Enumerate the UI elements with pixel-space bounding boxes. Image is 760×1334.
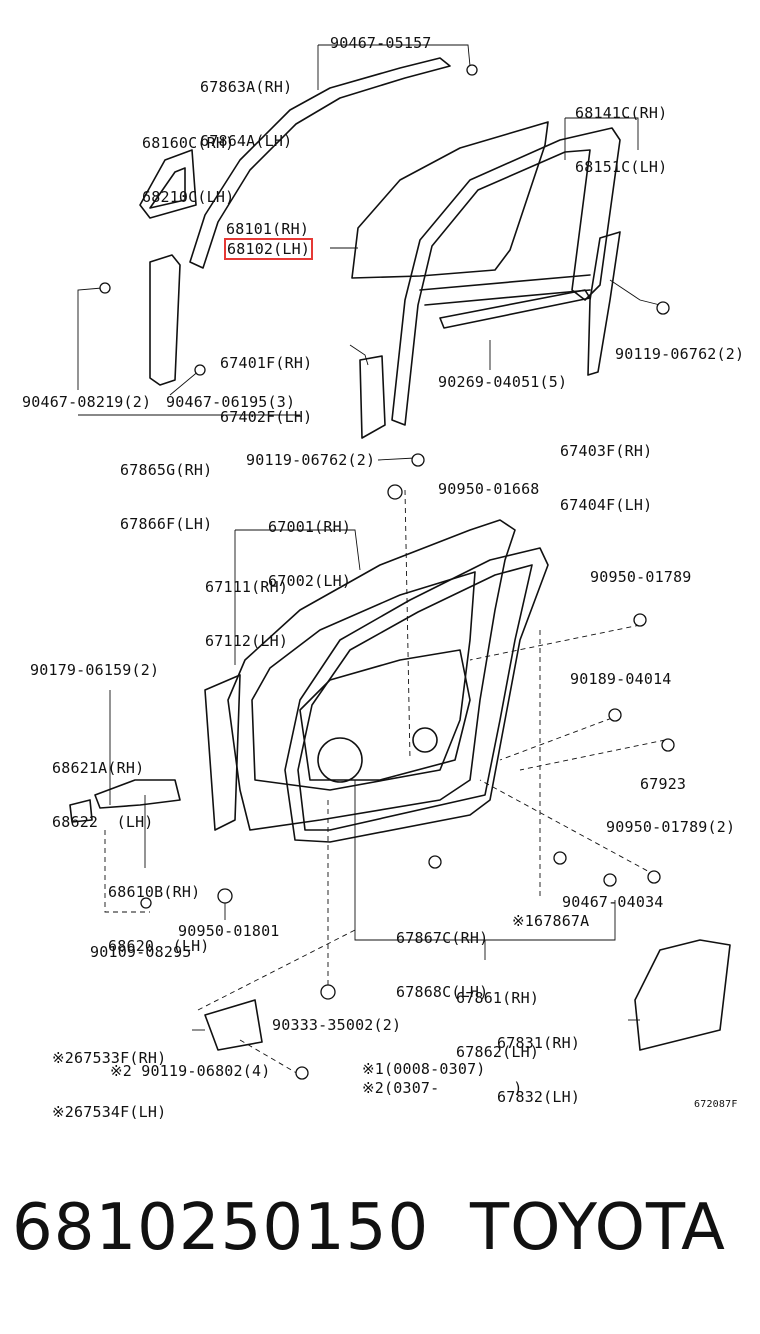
part-68210C: 68210C(LH) — [142, 188, 235, 206]
diagram-code: 672087F — [694, 1099, 738, 1110]
label-90109-08295: 90109-08295 — [90, 943, 192, 961]
part-67534F: ※267534F(LH) — [52, 1103, 167, 1121]
check-bracket — [69, 799, 93, 823]
belt-moulding — [439, 289, 591, 329]
label-68101: 68101(RH) — [226, 220, 310, 238]
part-67002: 67002(LH) — [268, 572, 352, 590]
rear-channel — [149, 254, 181, 386]
label-67861: 67861(RH) 67862(LH) — [456, 953, 539, 1097]
door-check — [94, 779, 181, 809]
label-68160: 68160C(RH) 68210C(LH) — [142, 98, 234, 242]
label-68141: 68141C(RH) 68151C(LH) — [575, 68, 667, 212]
brand-caption: TOYOTA — [470, 1191, 726, 1265]
part-67864A: 67864A(LH) — [200, 132, 293, 150]
part-68621A: 68621A(RH) — [52, 759, 145, 777]
part-68141C: 68141C(RH) — [575, 104, 668, 122]
part-67868C: 67868C(LH) — [396, 983, 489, 1001]
weatherstrip — [284, 547, 549, 843]
label-90333-35002: 90333-35002(2) — [272, 1016, 402, 1034]
label-68102-highlighted: 68102(LH) — [223, 238, 314, 260]
part-67862: 67862(LH) — [456, 1043, 540, 1061]
corner-piece — [139, 149, 197, 219]
label-90119-06762-a: 90119-06762(2) — [615, 345, 745, 363]
label-90467-04034: 90467-04034 — [562, 893, 664, 911]
part-68160C: 68160C(RH) — [142, 134, 235, 152]
label-67403: 67403F(RH) 67404F(LH) — [560, 406, 652, 550]
lower-bracket — [204, 999, 263, 1051]
label-90467-05157: 90467-05157 — [330, 34, 432, 52]
part-67533F: ※267533F(RH) — [52, 1049, 167, 1067]
label-90269-04051: 90269-04051(5) — [438, 373, 568, 391]
part-67861: 67861(RH) — [456, 989, 540, 1007]
part-67402F: 67402F(LH) — [220, 408, 313, 426]
label-90950-01789-a: 90950-01789 — [590, 568, 692, 586]
label-note2: ※2(0307- ) — [362, 1079, 523, 1097]
part-67112: 67112(LH) — [205, 632, 289, 650]
label-90119-06802: ※2 90119-06802(4) — [110, 1062, 271, 1080]
parts-diagram: 67863A(RH) 67864A(LH) 90467-05157 68160C… — [22, 34, 745, 1121]
glass-run — [391, 127, 621, 426]
label-90189-04014: 90189-04014 — [570, 670, 672, 688]
label-90950-01668: 90950-01668 — [438, 480, 540, 498]
part-67404F: 67404F(LH) — [560, 496, 653, 514]
label-68610: 68610B(RH) 68620 (LH) — [108, 847, 210, 991]
label-68621: 68621A(RH) 68622 (LH) — [52, 723, 154, 867]
door-panel — [227, 519, 516, 831]
part-67403F: 67403F(RH) — [560, 442, 653, 460]
label-90950-01801: 90950-01801 — [178, 922, 280, 940]
label-67867C: 67867C(RH) 67868C(LH) — [396, 893, 488, 1037]
part-67867C: 67867C(RH) — [396, 929, 489, 947]
part-number-caption: 6810250150 — [12, 1191, 430, 1265]
service-hole-seal — [634, 939, 731, 1051]
label-90467-08219: 90467-08219(2) — [22, 393, 152, 411]
outer-panel — [204, 674, 241, 831]
label-67533: ※267533F(RH) ※267534F(LH) — [52, 1013, 166, 1157]
part-67863A: 67863A(RH) — [200, 78, 293, 96]
label-67401: 67401F(RH) 67402F(LH) — [220, 318, 312, 462]
label-90467-06195: 90467-06195(3) — [166, 393, 296, 411]
part-68151C: 68151C(LH) — [575, 158, 668, 176]
part-67866F: 67866F(LH) — [120, 515, 213, 533]
label-67923: 67923 — [640, 775, 687, 793]
label-67831: 67831(RH) 67832(LH) — [497, 998, 580, 1142]
part-68610B: 68610B(RH) — [108, 883, 201, 901]
label-67865: 67865G(RH) 67866F(LH) — [120, 425, 212, 569]
part-67832: 67832(LH) — [497, 1088, 581, 1106]
label-67001: 67001(RH) 67002(LH) — [268, 482, 351, 626]
label-67867A: ※167867A — [512, 912, 590, 930]
part-68622: 68622 (LH) — [52, 813, 154, 831]
door-assembly-drawing — [69, 44, 731, 1080]
label-67863: 67863A(RH) 67864A(LH) — [200, 42, 292, 186]
window-regulator — [299, 649, 471, 781]
label-90119-06762-b: 90119-06762(2) — [246, 451, 376, 469]
frame-moulding — [189, 57, 451, 269]
label-90950-01789-b: 90950-01789(2) — [606, 818, 736, 836]
part-67401F: 67401F(RH) — [220, 354, 313, 372]
part-67001: 67001(RH) — [268, 518, 352, 536]
part-68620: 68620 (LH) — [108, 937, 210, 955]
label-90179-06159: 90179-06159(2) — [30, 661, 160, 679]
window-glass — [351, 121, 549, 279]
label-note1: ※1(0008-0307) — [362, 1060, 486, 1078]
label-67111: 67111(RH) 67112(LH) — [205, 542, 288, 686]
part-67831: 67831(RH) — [497, 1034, 581, 1052]
part-67111: 67111(RH) — [205, 578, 289, 596]
part-67865G: 67865G(RH) — [120, 461, 213, 479]
